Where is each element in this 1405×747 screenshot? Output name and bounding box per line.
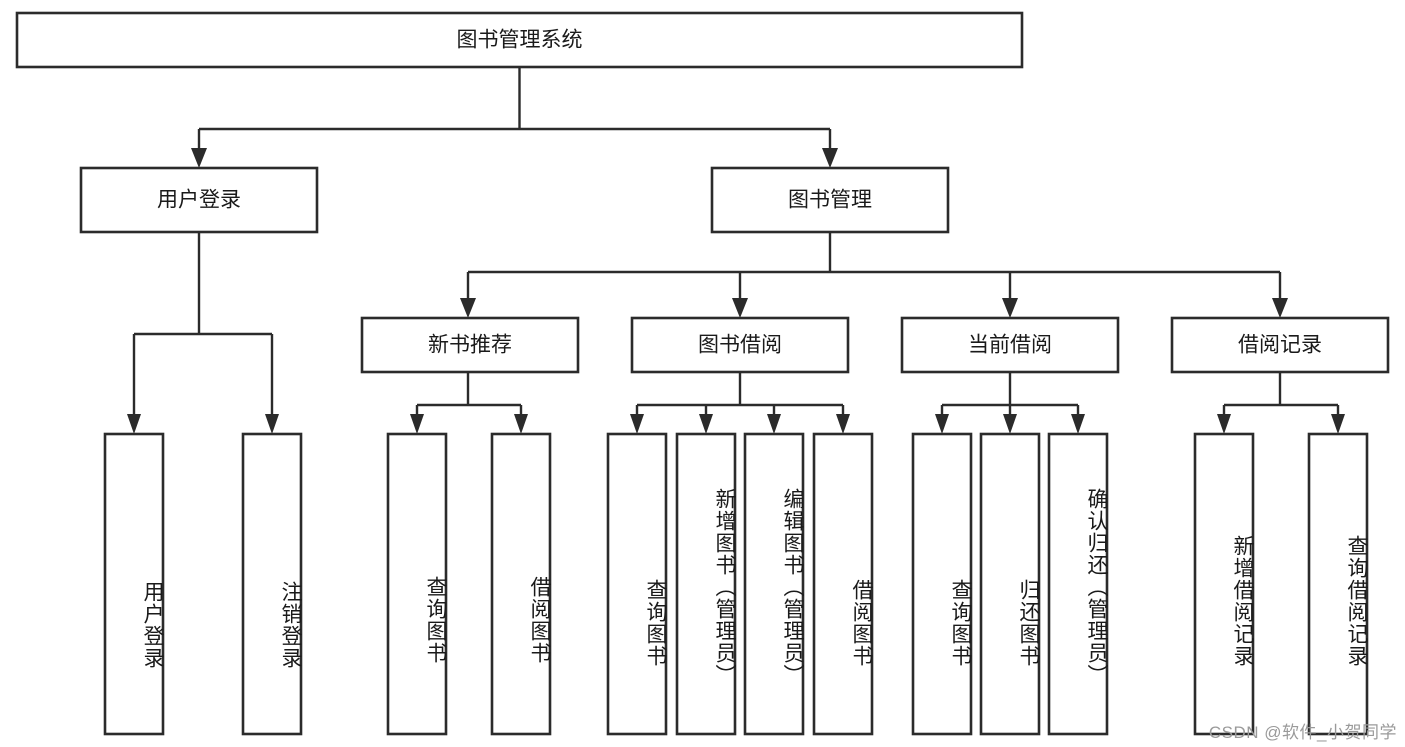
connector-group-book-mgmt: [460, 232, 1288, 318]
node-new-book-recommend[interactable]: 新书推荐: [360, 316, 580, 374]
node-new-book-recommend-label: 新书推荐: [428, 334, 512, 357]
arrow-head-leaf-10: [1003, 414, 1017, 434]
leaf-box-edit-book[interactable]: [743, 432, 805, 736]
node-current-borrow[interactable]: 当前借阅: [900, 316, 1120, 374]
leaf-box-query-book-1[interactable]: [386, 432, 448, 736]
connector-group-borrow: [630, 372, 850, 434]
node-root[interactable]: 图书管理系统: [15, 11, 1024, 69]
node-book-borrow-box[interactable]: [630, 316, 850, 374]
node-book-borrow-label: 图书借阅: [698, 334, 782, 357]
leaf-box-logout[interactable]: [241, 432, 303, 736]
connector-group-root: [191, 67, 838, 168]
leaf-box-user-login[interactable]: [103, 432, 165, 736]
connector-group-record: [1217, 372, 1345, 434]
node-book-borrow[interactable]: 图书借阅: [630, 316, 850, 374]
arrow-head-leaf-11: [1071, 414, 1085, 434]
leaf-box-query-book-2[interactable]: [606, 432, 668, 736]
node-borrow-record-label: 借阅记录: [1238, 334, 1322, 357]
node-borrow-record-box[interactable]: [1170, 316, 1390, 374]
leaf-box-query-book-3[interactable]: [911, 432, 973, 736]
node-user-login-box[interactable]: [79, 166, 319, 234]
node-book-management[interactable]: 图书管理: [710, 166, 950, 234]
arrow-head-leaf-1: [127, 414, 141, 434]
node-root-label: 图书管理系统: [457, 29, 583, 52]
node-borrow-record[interactable]: 借阅记录: [1170, 316, 1390, 374]
node-new-book-recommend-box[interactable]: [360, 316, 580, 374]
arrow-head-borrow: [732, 298, 748, 318]
leaf-boxes: [103, 432, 1369, 736]
arrow-head-leaf-12: [1217, 414, 1231, 434]
arrow-head-leaf-6: [699, 414, 713, 434]
node-current-borrow-label: 当前借阅: [968, 334, 1052, 357]
csdn-watermark: CSDN @软件_小贺同学: [1208, 723, 1397, 742]
arrow-head-current: [1002, 298, 1018, 318]
node-book-management-label: 图书管理: [788, 189, 872, 212]
node-user-login-label: 用户登录: [157, 189, 241, 212]
arrow-head-leaf-9: [935, 414, 949, 434]
arrow-head-leaf-7: [767, 414, 781, 434]
arrow-head-leaf-8: [836, 414, 850, 434]
leaf-box-query-record[interactable]: [1307, 432, 1369, 736]
node-user-login[interactable]: 用户登录: [79, 166, 319, 234]
arrow-head-leaf-13: [1331, 414, 1345, 434]
connector-group-user-login: [127, 232, 279, 434]
leaf-box-add-book[interactable]: [675, 432, 737, 736]
node-current-borrow-box[interactable]: [900, 316, 1120, 374]
leaf-box-return-book[interactable]: [979, 432, 1041, 736]
leaf-box-confirm-return[interactable]: [1047, 432, 1109, 736]
arrow-head-user-login: [191, 148, 207, 168]
arrow-head-record: [1272, 298, 1288, 318]
node-book-management-box[interactable]: [710, 166, 950, 234]
leaf-box-add-record[interactable]: [1193, 432, 1255, 736]
arrow-head-leaf-2: [265, 414, 279, 434]
leaf-box-borrow-book-2[interactable]: [812, 432, 874, 736]
arrow-head-new-book: [460, 298, 476, 318]
arrow-head-book-mgmt: [822, 148, 838, 168]
connector-group-new-book: [410, 372, 528, 434]
connector-group-current: [935, 372, 1085, 434]
node-root-box[interactable]: [15, 11, 1024, 69]
arrow-head-leaf-5: [630, 414, 644, 434]
arrow-head-leaf-3: [410, 414, 424, 434]
arrow-head-leaf-4: [514, 414, 528, 434]
leaf-box-borrow-book-1[interactable]: [490, 432, 552, 736]
